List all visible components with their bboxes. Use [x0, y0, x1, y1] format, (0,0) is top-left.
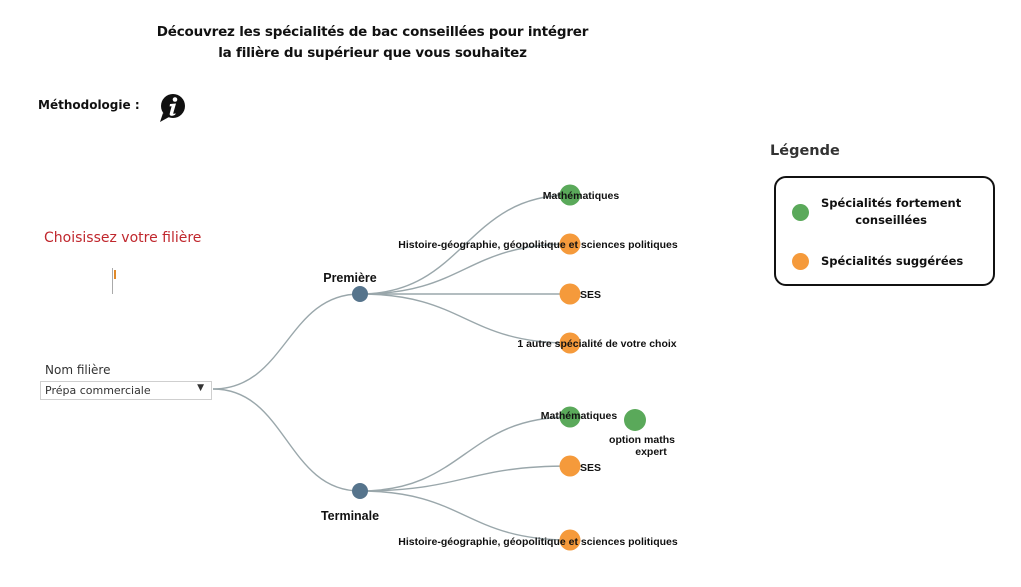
page-title-line-1: Découvrez les spécialités de bac conseil…: [156, 24, 589, 40]
option-node[interactable]: [624, 409, 646, 431]
option-label: option maths: [609, 434, 675, 446]
level-label: Première: [323, 271, 377, 285]
level-label: Terminale: [321, 509, 379, 523]
legend-label-suggested: Spécialités suggérées: [821, 254, 964, 268]
link-level-to-specialty: [359, 416, 571, 492]
specialty-label: SES: [580, 289, 601, 301]
specialty-label: SES: [580, 462, 601, 474]
filiere-selected-value: Prépa commerciale: [45, 384, 151, 397]
specialty-label: Mathématiques: [543, 190, 620, 202]
link-level-to-specialty: [359, 465, 571, 492]
methodology-label: Méthodologie :: [38, 98, 140, 112]
legend-title: Légende: [770, 143, 840, 159]
specialty-node[interactable]: [559, 332, 581, 354]
option-label: expert: [635, 446, 667, 458]
specialty-node[interactable]: [559, 529, 581, 551]
page-title-line-2: la filière du supérieur que vous souhait…: [218, 45, 527, 61]
specialty-node[interactable]: [559, 455, 581, 477]
legend-dot-suggested: [792, 253, 809, 270]
filiere-dropdown[interactable]: Prépa commerciale ▼: [40, 381, 212, 400]
link-level-to-specialty: [359, 293, 571, 344]
specialty-label: Histoire-géographie, géopolitique et sci…: [398, 239, 678, 251]
filiere-filter-label: Nom filière: [45, 363, 111, 377]
level-node[interactable]: [352, 483, 368, 499]
specialty-label: 1 autre spécialité de votre choix: [517, 338, 676, 350]
info-icon[interactable]: [156, 92, 188, 124]
specialty-node[interactable]: [559, 233, 581, 255]
specialty-node[interactable]: [559, 406, 581, 428]
dropdown-arrow-icon: ▼: [197, 383, 204, 393]
link-root-to-level: [212, 293, 361, 390]
link-level-to-specialty: [359, 490, 571, 541]
filiere-heading: Choisissez votre filière: [44, 230, 202, 246]
specialty-node[interactable]: [559, 283, 581, 305]
legend-item-suggested: Spécialités suggérées: [792, 253, 963, 270]
specialty-label: Histoire-géographie, géopolitique et sci…: [398, 536, 678, 548]
specialty-label: Mathématiques: [541, 410, 618, 422]
link-root-to-level: [212, 388, 361, 492]
level-node[interactable]: [352, 286, 368, 302]
legend-dot-strong: [792, 203, 809, 221]
slider-marker: [112, 268, 116, 294]
link-level-to-specialty: [359, 243, 571, 295]
specialty-node[interactable]: [559, 184, 581, 206]
link-level-to-specialty: [359, 194, 571, 295]
page-title: Découvrez les spécialités de bac conseil…: [150, 22, 595, 64]
